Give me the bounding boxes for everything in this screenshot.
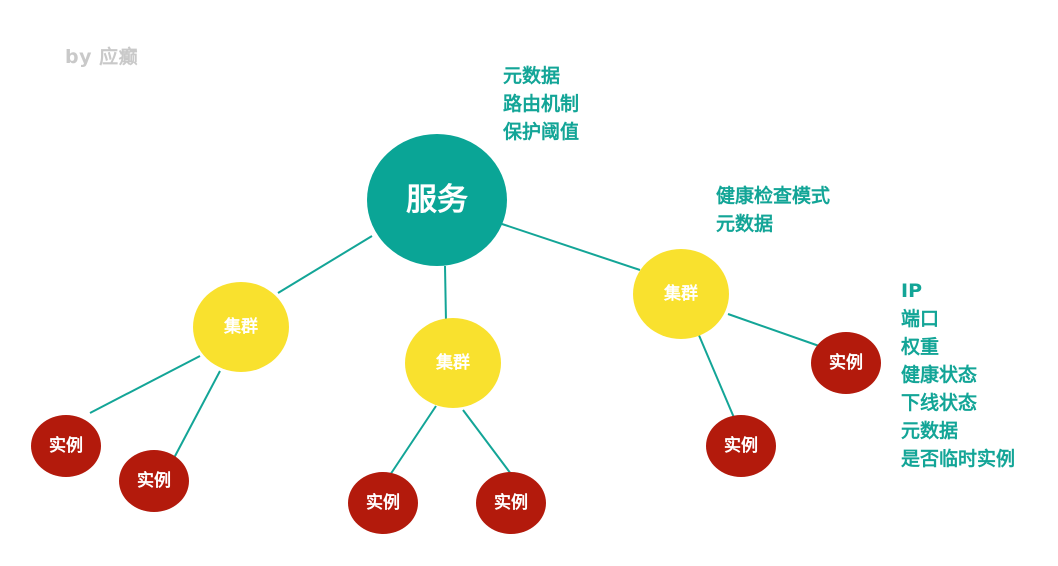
instance-node-1: 实例: [31, 415, 101, 477]
instance-node-2: 实例: [119, 450, 189, 512]
service-attr-item: 路由机制: [503, 93, 580, 115]
cluster-node-2-shape: [405, 318, 501, 408]
instance-attr-item: 元数据: [901, 420, 959, 442]
instance-node-4-shape: [476, 472, 546, 534]
edge-cluster-3-instance-6: [727, 313, 823, 348]
edge-cluster-1-instance-2: [173, 370, 221, 459]
instance-node-5: 实例: [706, 415, 776, 477]
cluster-attributes-note: 健康检查模式 元数据: [716, 182, 830, 238]
instance-node-6: 实例: [811, 332, 881, 394]
cluster-node-2-label: 集群: [435, 352, 470, 373]
instance-node-4: 实例: [476, 472, 546, 534]
cluster-node-1: 集群: [193, 282, 289, 372]
instance-node-4-label: 实例: [494, 492, 528, 513]
instance-node-3: 实例: [348, 472, 418, 534]
edge-service-cluster-3: [501, 223, 641, 271]
cluster-node-2: 集群: [405, 318, 501, 408]
service-node-shape: [367, 134, 507, 266]
service-attributes-note: 元数据 路由机制 保护阈值: [503, 62, 579, 146]
cluster-node-3: 集群: [633, 249, 729, 339]
instance-node-1-shape: [31, 415, 101, 477]
instance-node-3-shape: [348, 472, 418, 534]
service-attr-item: 元数据: [503, 65, 561, 87]
service-node-label: 服务: [406, 182, 468, 218]
edge-cluster-2-instance-4: [462, 409, 512, 475]
cluster-node-1-shape: [193, 282, 289, 372]
instance-attr-item: 是否临时实例: [901, 448, 1016, 470]
edge-service-cluster-2: [444, 265, 447, 323]
cluster-attr-item: 健康检查模式: [716, 185, 831, 207]
instance-node-1-label: 实例: [49, 435, 83, 456]
cluster-node-3-label: 集群: [663, 283, 698, 304]
service-attr-item: 保护阈值: [503, 121, 580, 143]
instance-attributes-note: IP 端口 权重 健康状态 下线状态 元数据 是否临时实例: [901, 277, 1015, 473]
instance-node-2-label: 实例: [137, 470, 171, 491]
instance-node-6-shape: [811, 332, 881, 394]
instance-node-2-shape: [119, 450, 189, 512]
edge-cluster-1-instance-1: [89, 355, 201, 414]
instance-attr-item: IP: [901, 280, 922, 302]
service-node: 服务: [367, 134, 507, 266]
instance-attr-item: 下线状态: [901, 392, 978, 414]
cluster-attr-item: 元数据: [716, 213, 774, 235]
author-watermark: by 应癫: [65, 46, 139, 68]
instance-attr-item: 端口: [901, 308, 940, 330]
edge-cluster-3-instance-5: [697, 332, 736, 421]
instance-node-6-label: 实例: [829, 352, 863, 373]
instance-attr-item: 健康状态: [901, 364, 978, 386]
cluster-node-3-shape: [633, 249, 729, 339]
instance-node-5-shape: [706, 415, 776, 477]
instance-node-3-label: 实例: [366, 492, 400, 513]
instance-node-5-label: 实例: [724, 435, 758, 456]
cluster-node-1-label: 集群: [223, 316, 258, 337]
edge-cluster-2-instance-3: [387, 405, 437, 479]
edge-service-cluster-1: [277, 235, 373, 294]
instance-attr-item: 权重: [901, 336, 940, 358]
